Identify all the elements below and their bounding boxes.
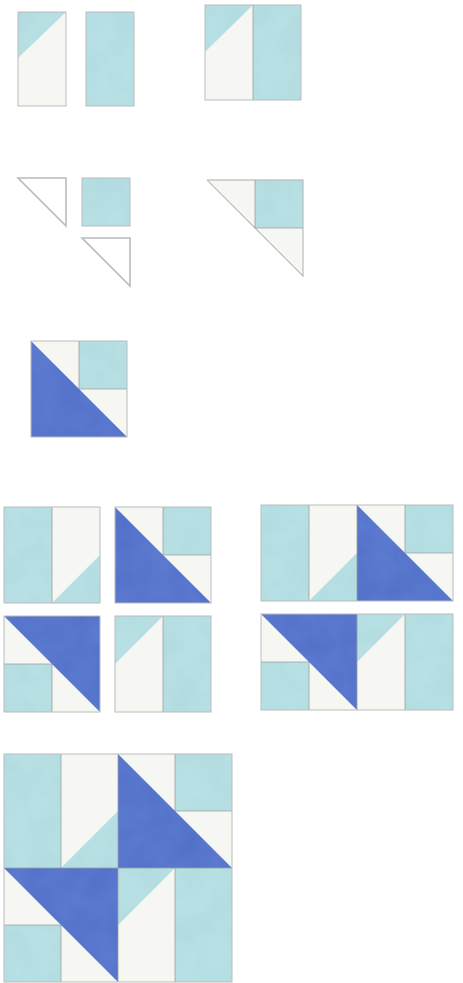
- light-blue-fabric-texture: [4, 754, 61, 868]
- step-4-four-units-and-pairs: [4, 505, 453, 712]
- outline-triangle-upper: [18, 178, 66, 226]
- unit-a: [4, 507, 100, 603]
- sewn-pair-bottom: [261, 614, 453, 710]
- outline-triangle-lower: [82, 238, 130, 286]
- unit-c: [4, 616, 100, 712]
- light-blue-square: [82, 178, 130, 226]
- triangle-template-outline: [82, 238, 130, 286]
- light-blue-fabric-texture: [253, 5, 301, 100]
- light-blue-fabric-texture: [79, 341, 127, 389]
- step-1-rectangle-units: [18, 5, 301, 106]
- rectangle-unit-with-corner-triangle: [18, 12, 66, 106]
- sewn-rectangle-pair: [205, 5, 301, 100]
- unit-b: [115, 507, 211, 603]
- light-blue-fabric-texture: [261, 662, 309, 710]
- sewn-pair-top: [261, 505, 453, 601]
- light-blue-fabric-texture: [261, 505, 309, 601]
- step-5-finished-block: [4, 754, 232, 982]
- light-blue-fabric-texture: [175, 754, 232, 811]
- light-blue-rectangle: [86, 12, 134, 106]
- light-blue-fabric-texture: [82, 178, 130, 226]
- step-3-dark-triangle-unit: [31, 341, 127, 437]
- light-blue-fabric-texture: [405, 614, 453, 710]
- triangle-template-outline: [18, 178, 66, 226]
- light-blue-fabric-texture: [4, 507, 52, 603]
- light-blue-fabric-texture: [175, 868, 232, 982]
- light-blue-fabric-texture: [4, 925, 61, 982]
- step-2-corner-triangles: [18, 178, 303, 286]
- light-blue-fabric-texture: [86, 12, 134, 106]
- sewn-square-with-triangles: [207, 180, 303, 276]
- light-blue-fabric-texture: [163, 507, 211, 555]
- unit-d: [115, 616, 211, 712]
- light-blue-fabric-texture: [163, 616, 211, 712]
- light-blue-fabric-texture: [255, 180, 303, 228]
- light-blue-fabric-texture: [4, 664, 52, 712]
- light-blue-fabric-texture: [405, 505, 453, 553]
